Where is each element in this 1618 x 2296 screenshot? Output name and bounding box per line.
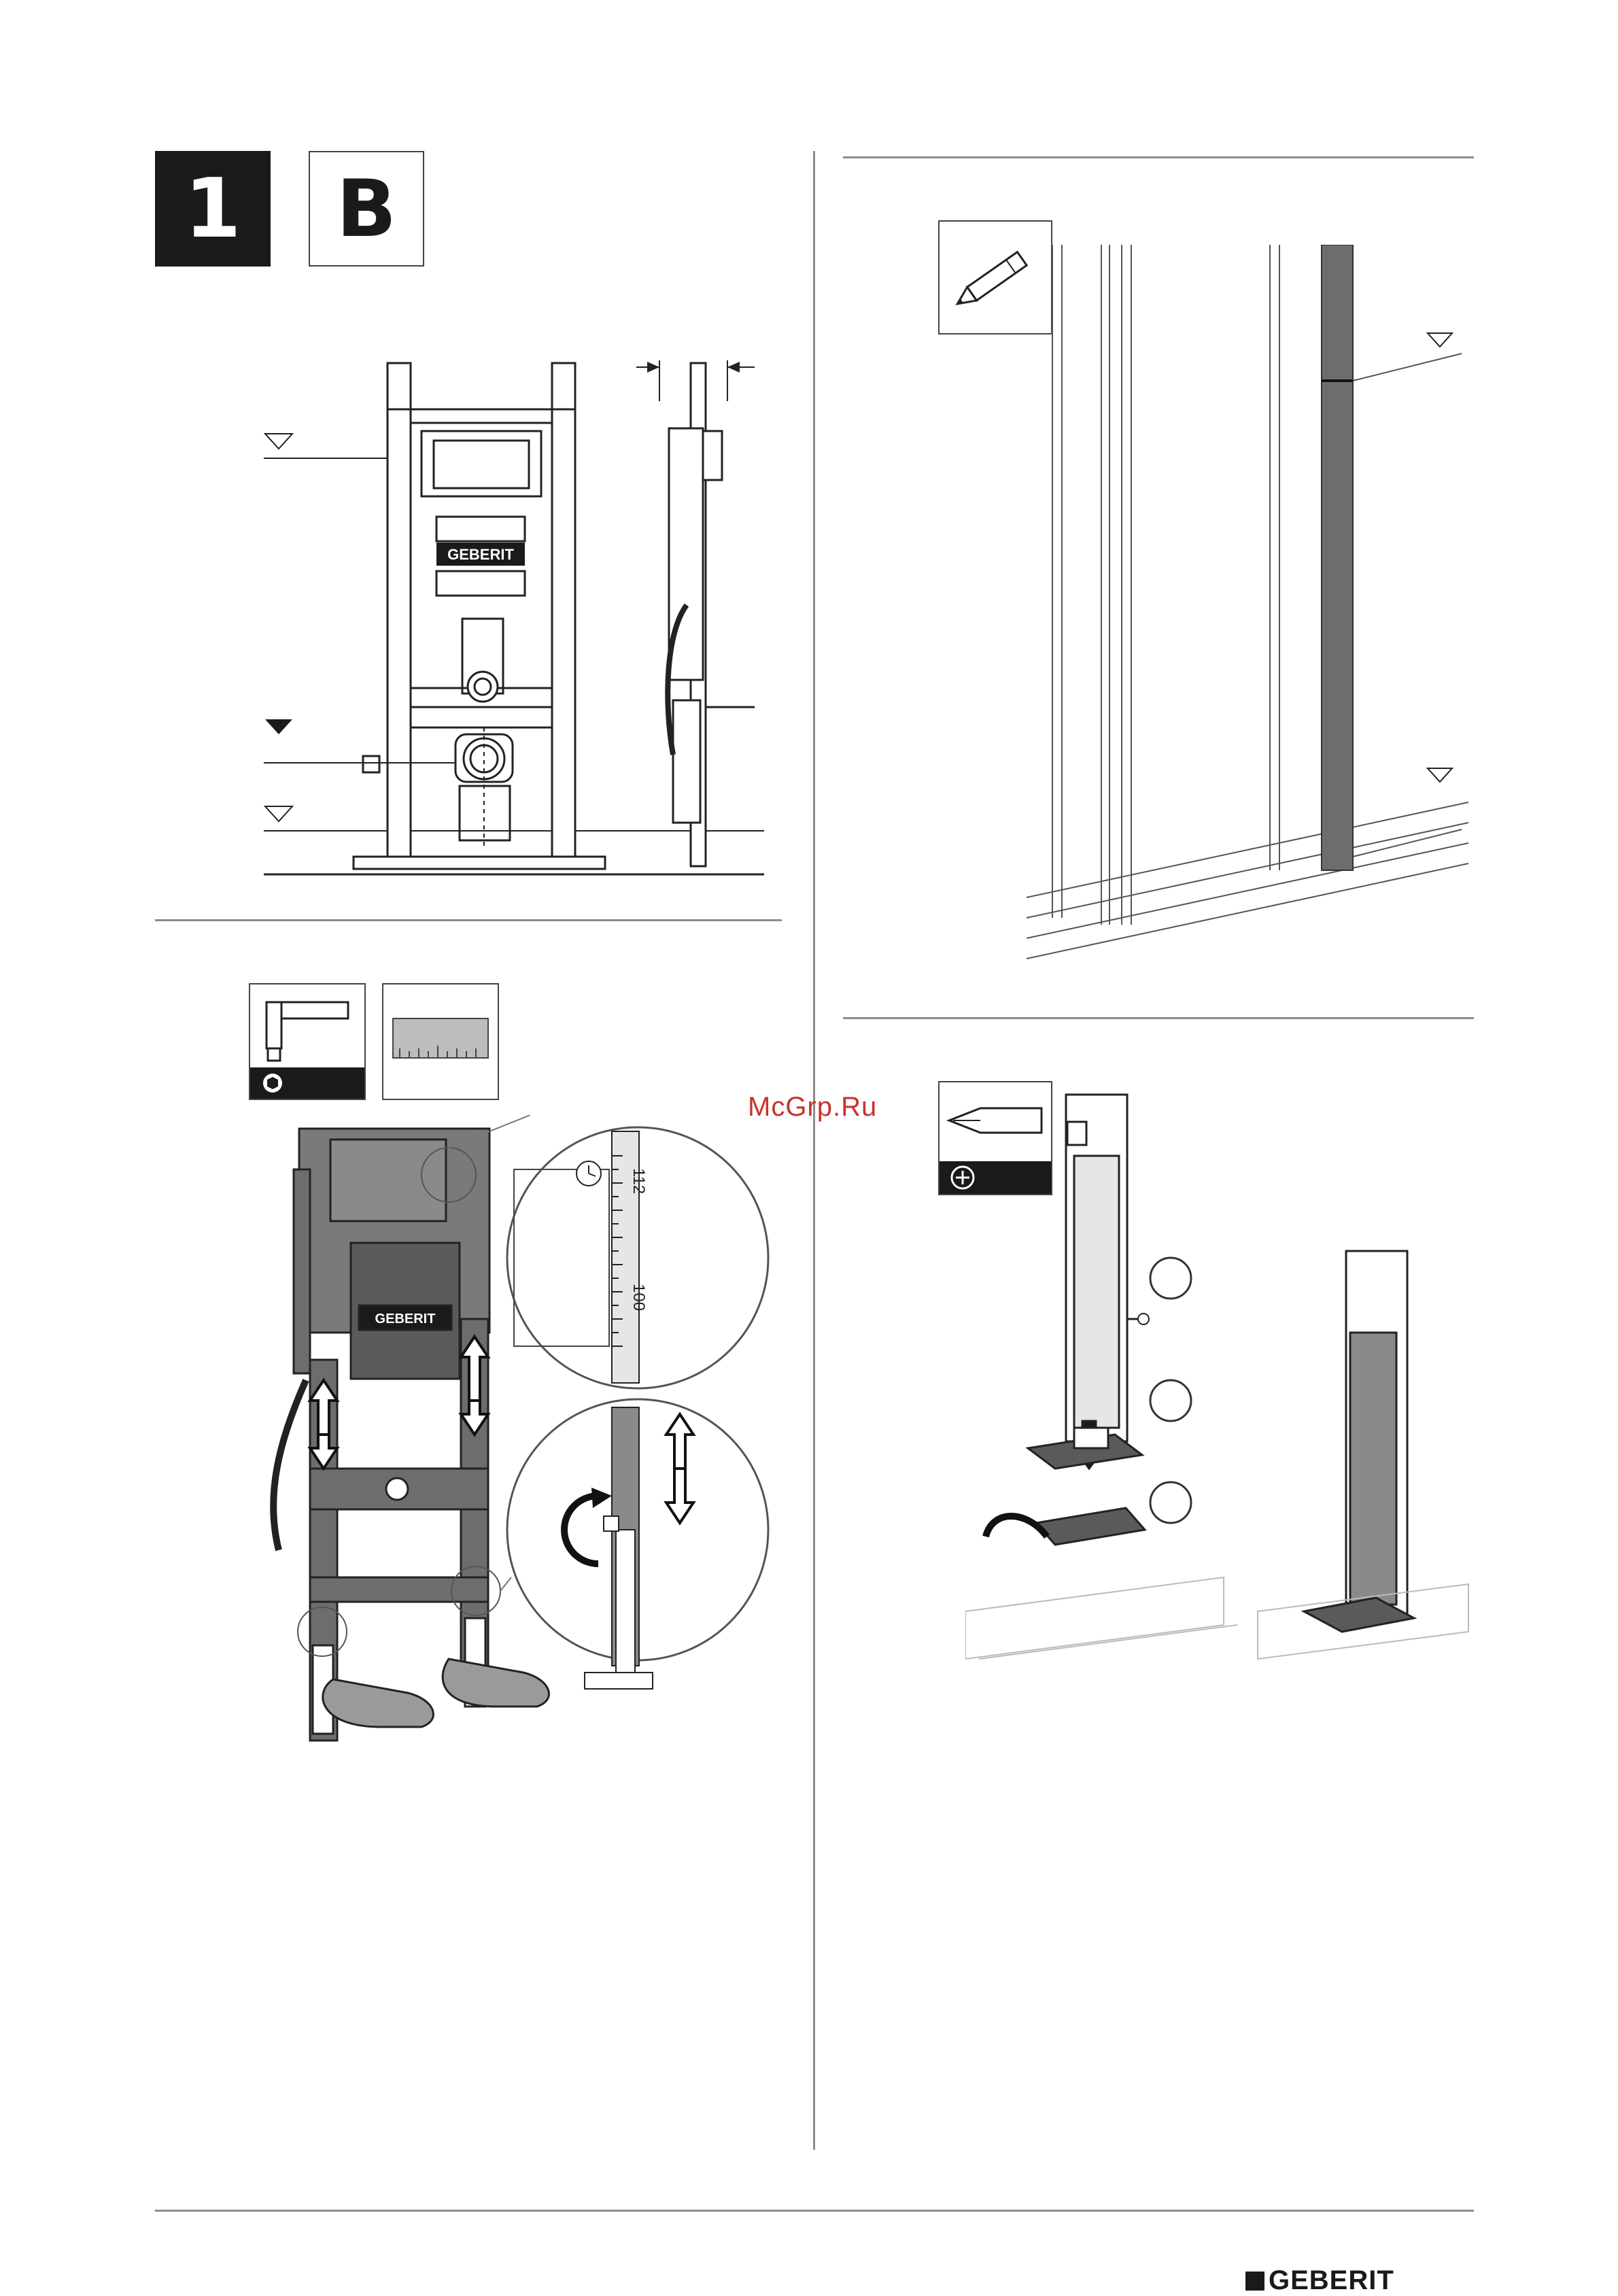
ruler-tool-box [382,983,499,1100]
scale-tick-100: 100 [630,1284,648,1311]
logo-square-icon [1245,2272,1264,2291]
hex-key-tool-box [249,983,366,1100]
step-variant-badge: B [309,151,424,267]
level-triangle-icon [265,434,292,449]
hex-socket-icon [257,1067,288,1099]
geberit-logo: GEBERIT [1245,2265,1394,2296]
cistern-brand-label: GEBERIT [447,546,514,563]
level-triangle-icon [1428,333,1452,347]
hex-key-icon [250,984,364,1066]
level-triangle-icon [265,719,292,734]
frame-adjust-figure: GEBERIT 112 100 [245,1115,789,1754]
frame-brand-label: GEBERIT [375,1312,436,1326]
right-mid-divider [843,1017,1474,1019]
footer-divider [155,2210,1474,2212]
foot-bracket-figure [965,1088,1482,1686]
stud-marking-figure [1020,245,1482,979]
level-triangle-icon [265,806,292,821]
center-divider [813,151,815,2150]
hex-socket-bar [250,1067,364,1099]
watermark-text: McGrp.Ru [748,1092,877,1123]
left-section-divider [155,919,782,921]
scale-tick-112: 112 [630,1168,648,1194]
logo-text: GEBERIT [1269,2265,1394,2296]
right-top-divider [843,156,1474,158]
level-triangle-icon [1428,768,1452,782]
step-number-badge: 1 [155,151,271,267]
ruler-icon [383,984,498,1099]
frame-elevation-figure: GEBERIT [258,347,775,891]
